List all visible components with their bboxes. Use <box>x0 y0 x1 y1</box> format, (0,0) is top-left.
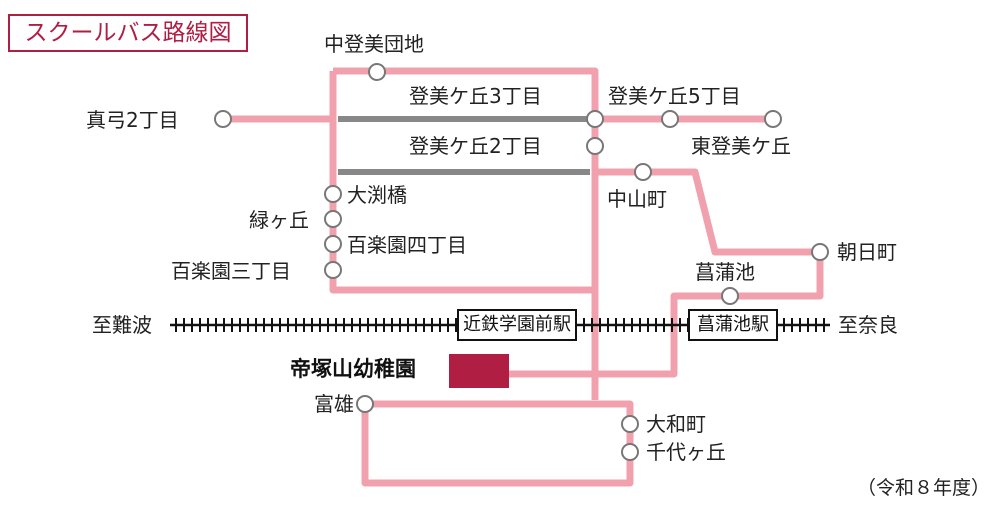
label-asahimachi: 朝日町 <box>837 240 897 264</box>
label-higashi-tomigaoka: 東登美ケ丘 <box>691 134 791 158</box>
stop-marker-mayumi-2 <box>214 110 232 128</box>
stop-markers <box>214 63 829 461</box>
stop-marker-higashi-tomigaoka <box>764 110 782 128</box>
stop-marker-tomigaoka-3 <box>586 110 604 128</box>
stop-marker-hyakuraku-4 <box>324 235 342 253</box>
map-title: スクールバス路線図 <box>8 14 248 52</box>
stop-marker-nakatomi-danchi <box>368 63 386 81</box>
label-kindergarten: 帝塚山幼稚園 <box>290 357 416 381</box>
label-midorigaoka: 緑ヶ丘 <box>249 208 309 232</box>
label-chiyogaoka: 千代ヶ丘 <box>646 440 726 464</box>
label-to-namba: 至難波 <box>92 313 152 337</box>
route-nakayama-branch <box>509 168 824 378</box>
label-ofuchibashi: 大渕橋 <box>347 183 407 207</box>
label-nakayama: 中山町 <box>607 187 667 211</box>
station-gakuen-mae: 近鉄学園前駅 <box>457 309 577 341</box>
label-hyakuraku-3: 百楽園三丁目 <box>171 259 291 283</box>
label-ayameike: 菖蒲池 <box>695 260 755 284</box>
label-mayumi-2: 真弓2丁目 <box>86 108 179 132</box>
station-ayameike: 菖蒲池駅 <box>688 309 778 341</box>
bus-routes <box>223 67 824 487</box>
label-hyakuraku-4: 百楽園四丁目 <box>347 233 467 257</box>
label-to-nara: 至奈良 <box>838 313 898 337</box>
stop-marker-tomio <box>356 395 374 413</box>
stop-marker-ofuchibashi <box>324 185 342 203</box>
stop-marker-yamatomachi <box>621 415 639 433</box>
stop-marker-chiyogaoka <box>621 443 639 461</box>
stop-marker-nakayama <box>634 163 652 181</box>
stop-marker-tomigaoka-5 <box>661 110 679 128</box>
stop-marker-ayameike <box>721 287 739 305</box>
label-tomigaoka-2: 登美ケ丘2丁目 <box>409 134 542 158</box>
stop-marker-tomigaoka-2 <box>586 137 604 155</box>
label-tomio: 富雄 <box>314 392 354 416</box>
stop-marker-hyakuraku-3 <box>324 261 342 279</box>
route-south-loop <box>361 400 634 487</box>
year-note: （令和８年度） <box>856 477 990 499</box>
label-tomigaoka-5: 登美ケ丘5丁目 <box>608 84 741 108</box>
kindergarten-marker <box>449 354 509 388</box>
stop-marker-asahimachi <box>811 243 829 261</box>
label-yamatomachi: 大和町 <box>646 412 706 436</box>
label-tomigaoka-3: 登美ケ丘3丁目 <box>409 84 542 108</box>
route-outer-loop <box>329 67 599 400</box>
stop-marker-midorigaoka <box>324 210 342 228</box>
label-nakatomi-danchi: 中登美団地 <box>324 32 424 56</box>
